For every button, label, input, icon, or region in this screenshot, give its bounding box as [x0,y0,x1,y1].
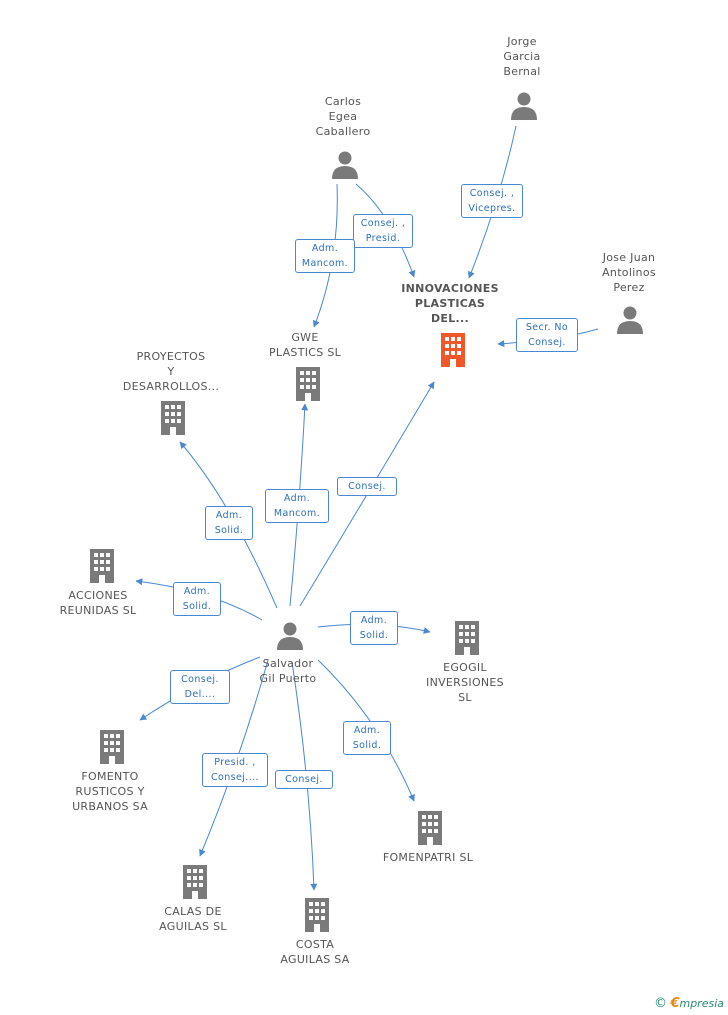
node-label-fomento[interactable]: FOMENTO RUSTICOS Y URBANOS SA [72,770,148,813]
node-label-calas[interactable]: CALAS DE AGUILAS SL [159,905,227,933]
building-icon [90,549,114,583]
person-icon [511,92,537,120]
relation-salvador-calas: Presid. , Consej.... [202,753,268,787]
relation-salvador-proyectos: Adm. Solid. [205,506,253,540]
person-icon [277,622,303,650]
person-icon [617,306,643,334]
relation-carlos-innovaciones: Consej. , Presid. [353,214,413,248]
node-label-egogil[interactable]: EGOGIL INVERSIONES SL [426,661,504,704]
brand-footer[interactable]: © €mpresia [654,996,724,1011]
relation-salvador-costa: Consej. [275,770,333,789]
empresia-logo-mark: € [670,996,680,1011]
building-icon [183,865,207,899]
relation-carlos-gwe: Adm. Mancom. [295,239,355,273]
relation-salvador-acciones: Adm. Solid. [173,582,221,616]
node-label-josejuan[interactable]: Jose Juan Antolinos Perez [602,251,656,294]
person-icon [332,151,358,179]
relation-jorge-innovaciones: Consej. , Vicepres. [461,184,523,218]
relation-josejuan-innovaciones: Secr. No Consej. [516,318,578,352]
relation-salvador-egogil: Adm. Solid. [350,611,398,645]
relation-salvador-fomenpatri: Adm. Solid. [343,721,391,755]
building-icon [455,621,479,655]
node-label-acciones[interactable]: ACCIONES REUNIDAS SL [59,589,137,617]
relation-salvador-gwe: Adm. Mancom. [265,489,329,523]
node-label-fomenpatri[interactable]: FOMENPATRI SL [382,851,474,864]
node-label-carlos[interactable]: Carlos Egea Caballero [315,95,371,138]
building-icon [305,898,329,932]
node-label-gwe[interactable]: GWE PLASTICS SL [268,331,342,359]
node-label-proyectos[interactable]: PROYECTOS Y DESARROLLOS... [122,350,220,393]
relation-salvador-fomento: Consej. Del.... [170,670,230,704]
empresia-logo-text: mpresia [679,997,724,1010]
node-label-salvador[interactable]: Salvador Gil Puerto [259,657,317,685]
building-icon [418,811,442,845]
building-icon [100,730,124,764]
building-icon-main [441,333,465,367]
building-icon [296,367,320,401]
node-label-costa[interactable]: COSTA AGUILAS SA [280,938,350,966]
node-label-innovaciones[interactable]: INNOVACIONES PLASTICAS DEL... [401,282,499,325]
relation-salvador-innovaciones: Consej. [337,477,397,496]
copyright-icon: © [653,996,667,1011]
building-icon [161,401,185,435]
node-label-jorge[interactable]: Jorge Garcia Bernal [503,35,541,78]
